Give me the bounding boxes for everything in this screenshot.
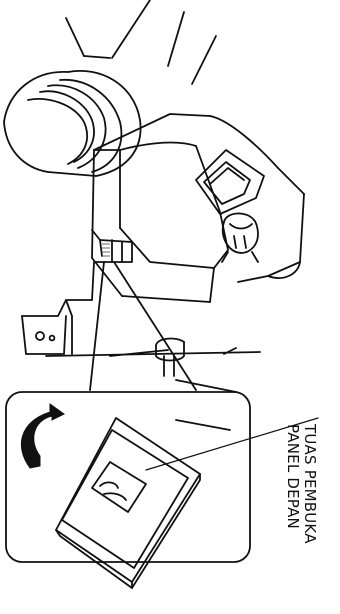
lever-callout-line-1: TUAS PEMBUKA <box>301 424 318 614</box>
mounting-bracket <box>22 300 92 354</box>
base-lines <box>46 339 260 430</box>
lever-callout-line-2: PANEL DEPAN <box>284 424 301 614</box>
rotate-arrow-icon <box>21 404 64 468</box>
connector-port <box>196 150 264 214</box>
device-body <box>92 114 304 302</box>
adjustment-knob <box>222 213 258 262</box>
lever-hatch <box>102 244 110 256</box>
callout-pointer <box>90 262 196 390</box>
lever-callout-label: TUAS PEMBUKA PANEL DEPAN <box>278 424 318 614</box>
